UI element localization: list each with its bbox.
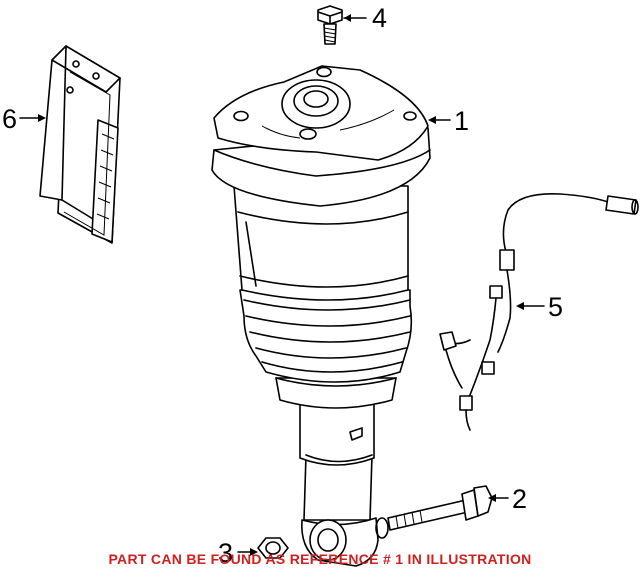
air-strut-part bbox=[211, 65, 431, 567]
callout-3: 3 bbox=[218, 538, 233, 568]
leader-lines bbox=[19, 14, 545, 556]
callout-6: 6 bbox=[2, 104, 17, 134]
top-bolt-part bbox=[317, 5, 343, 45]
long-bolt-part bbox=[387, 485, 493, 531]
control-module-part bbox=[39, 45, 121, 244]
callout-5: 5 bbox=[548, 292, 563, 322]
callout-1: 1 bbox=[454, 106, 469, 136]
callout-2: 2 bbox=[512, 484, 527, 514]
sensor-harness-part bbox=[439, 193, 639, 431]
reference-note: PART CAN BE FOUND AS REFERENCE # 1 IN IL… bbox=[108, 551, 532, 567]
callout-4: 4 bbox=[372, 3, 387, 33]
nut-part bbox=[257, 537, 289, 559]
